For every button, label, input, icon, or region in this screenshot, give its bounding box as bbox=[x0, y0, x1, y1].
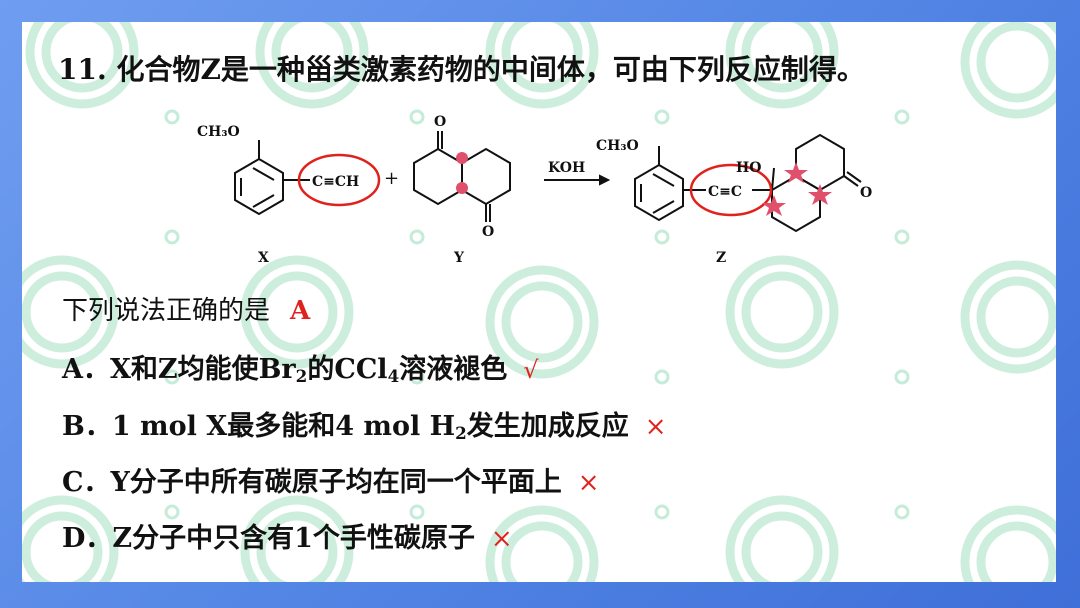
question-stem: 11. 化合物Z是一种甾类激素药物的中间体，可由下列反应制得。 bbox=[58, 48, 865, 88]
chiral-star-icons bbox=[762, 162, 832, 216]
cross-mark-icon: × bbox=[577, 468, 600, 498]
compound-y-label: Y bbox=[453, 250, 465, 266]
slide-card: 11. 化合物Z是一种甾类激素药物的中间体，可由下列反应制得。 bbox=[22, 22, 1056, 582]
z-hydroxyl-label: HO bbox=[736, 160, 761, 176]
check-mark-icon: √ bbox=[523, 356, 539, 384]
option-b: B．1 mol X最多能和4 mol H2发生加成反应× bbox=[62, 411, 667, 444]
compound-x-ring bbox=[234, 140, 310, 216]
compound-z-ring bbox=[634, 146, 770, 222]
z-alkyne-highlight bbox=[689, 163, 773, 217]
plus-sign: + bbox=[384, 168, 399, 189]
question-prompt: 下列说法正确的是 A bbox=[62, 290, 310, 327]
cross-mark-icon: × bbox=[490, 524, 513, 554]
z-methoxy-label: CH₃O bbox=[596, 138, 639, 154]
compound-z-label: Z bbox=[716, 250, 726, 266]
compound-x-label: X bbox=[258, 250, 269, 266]
x-alkyne-label: C≡CH bbox=[312, 174, 359, 190]
prompt-text: 下列说法正确的是 bbox=[62, 296, 271, 326]
option-c: C．Y分子中所有碳原子均在同一个平面上× bbox=[62, 467, 600, 498]
reagent-label: KOH bbox=[548, 160, 585, 176]
answer-label: A bbox=[290, 296, 311, 326]
compound-y-rings bbox=[413, 131, 511, 222]
x-methoxy-label: CH₃O bbox=[197, 124, 240, 140]
option-d: D．Z分子中只含有1个手性碳原子× bbox=[62, 523, 513, 554]
cross-mark-icon: × bbox=[644, 412, 667, 442]
y-oxygen-bottom: O bbox=[482, 224, 494, 240]
reaction-scheme: CH₃O C≡CH + O O KOH CH₃O HO C≡C O X Y Z bbox=[197, 114, 872, 266]
option-a: A．X和Z均能使Br2的CCl4溶液褪色√ bbox=[62, 354, 539, 387]
x-alkyne-highlight bbox=[297, 153, 381, 207]
question-number: 11. bbox=[58, 53, 107, 86]
z-alkyne-label: C≡C bbox=[708, 184, 742, 200]
question-text: 化合物Z是一种甾类激素药物的中间体，可由下列反应制得。 bbox=[116, 53, 865, 86]
y-carbon-dot-2 bbox=[456, 182, 468, 194]
compound-z-rings bbox=[771, 133, 862, 233]
z-oxygen-label: O bbox=[860, 185, 872, 201]
y-carbon-dot-1 bbox=[456, 152, 468, 164]
y-oxygen-top: O bbox=[434, 114, 446, 130]
